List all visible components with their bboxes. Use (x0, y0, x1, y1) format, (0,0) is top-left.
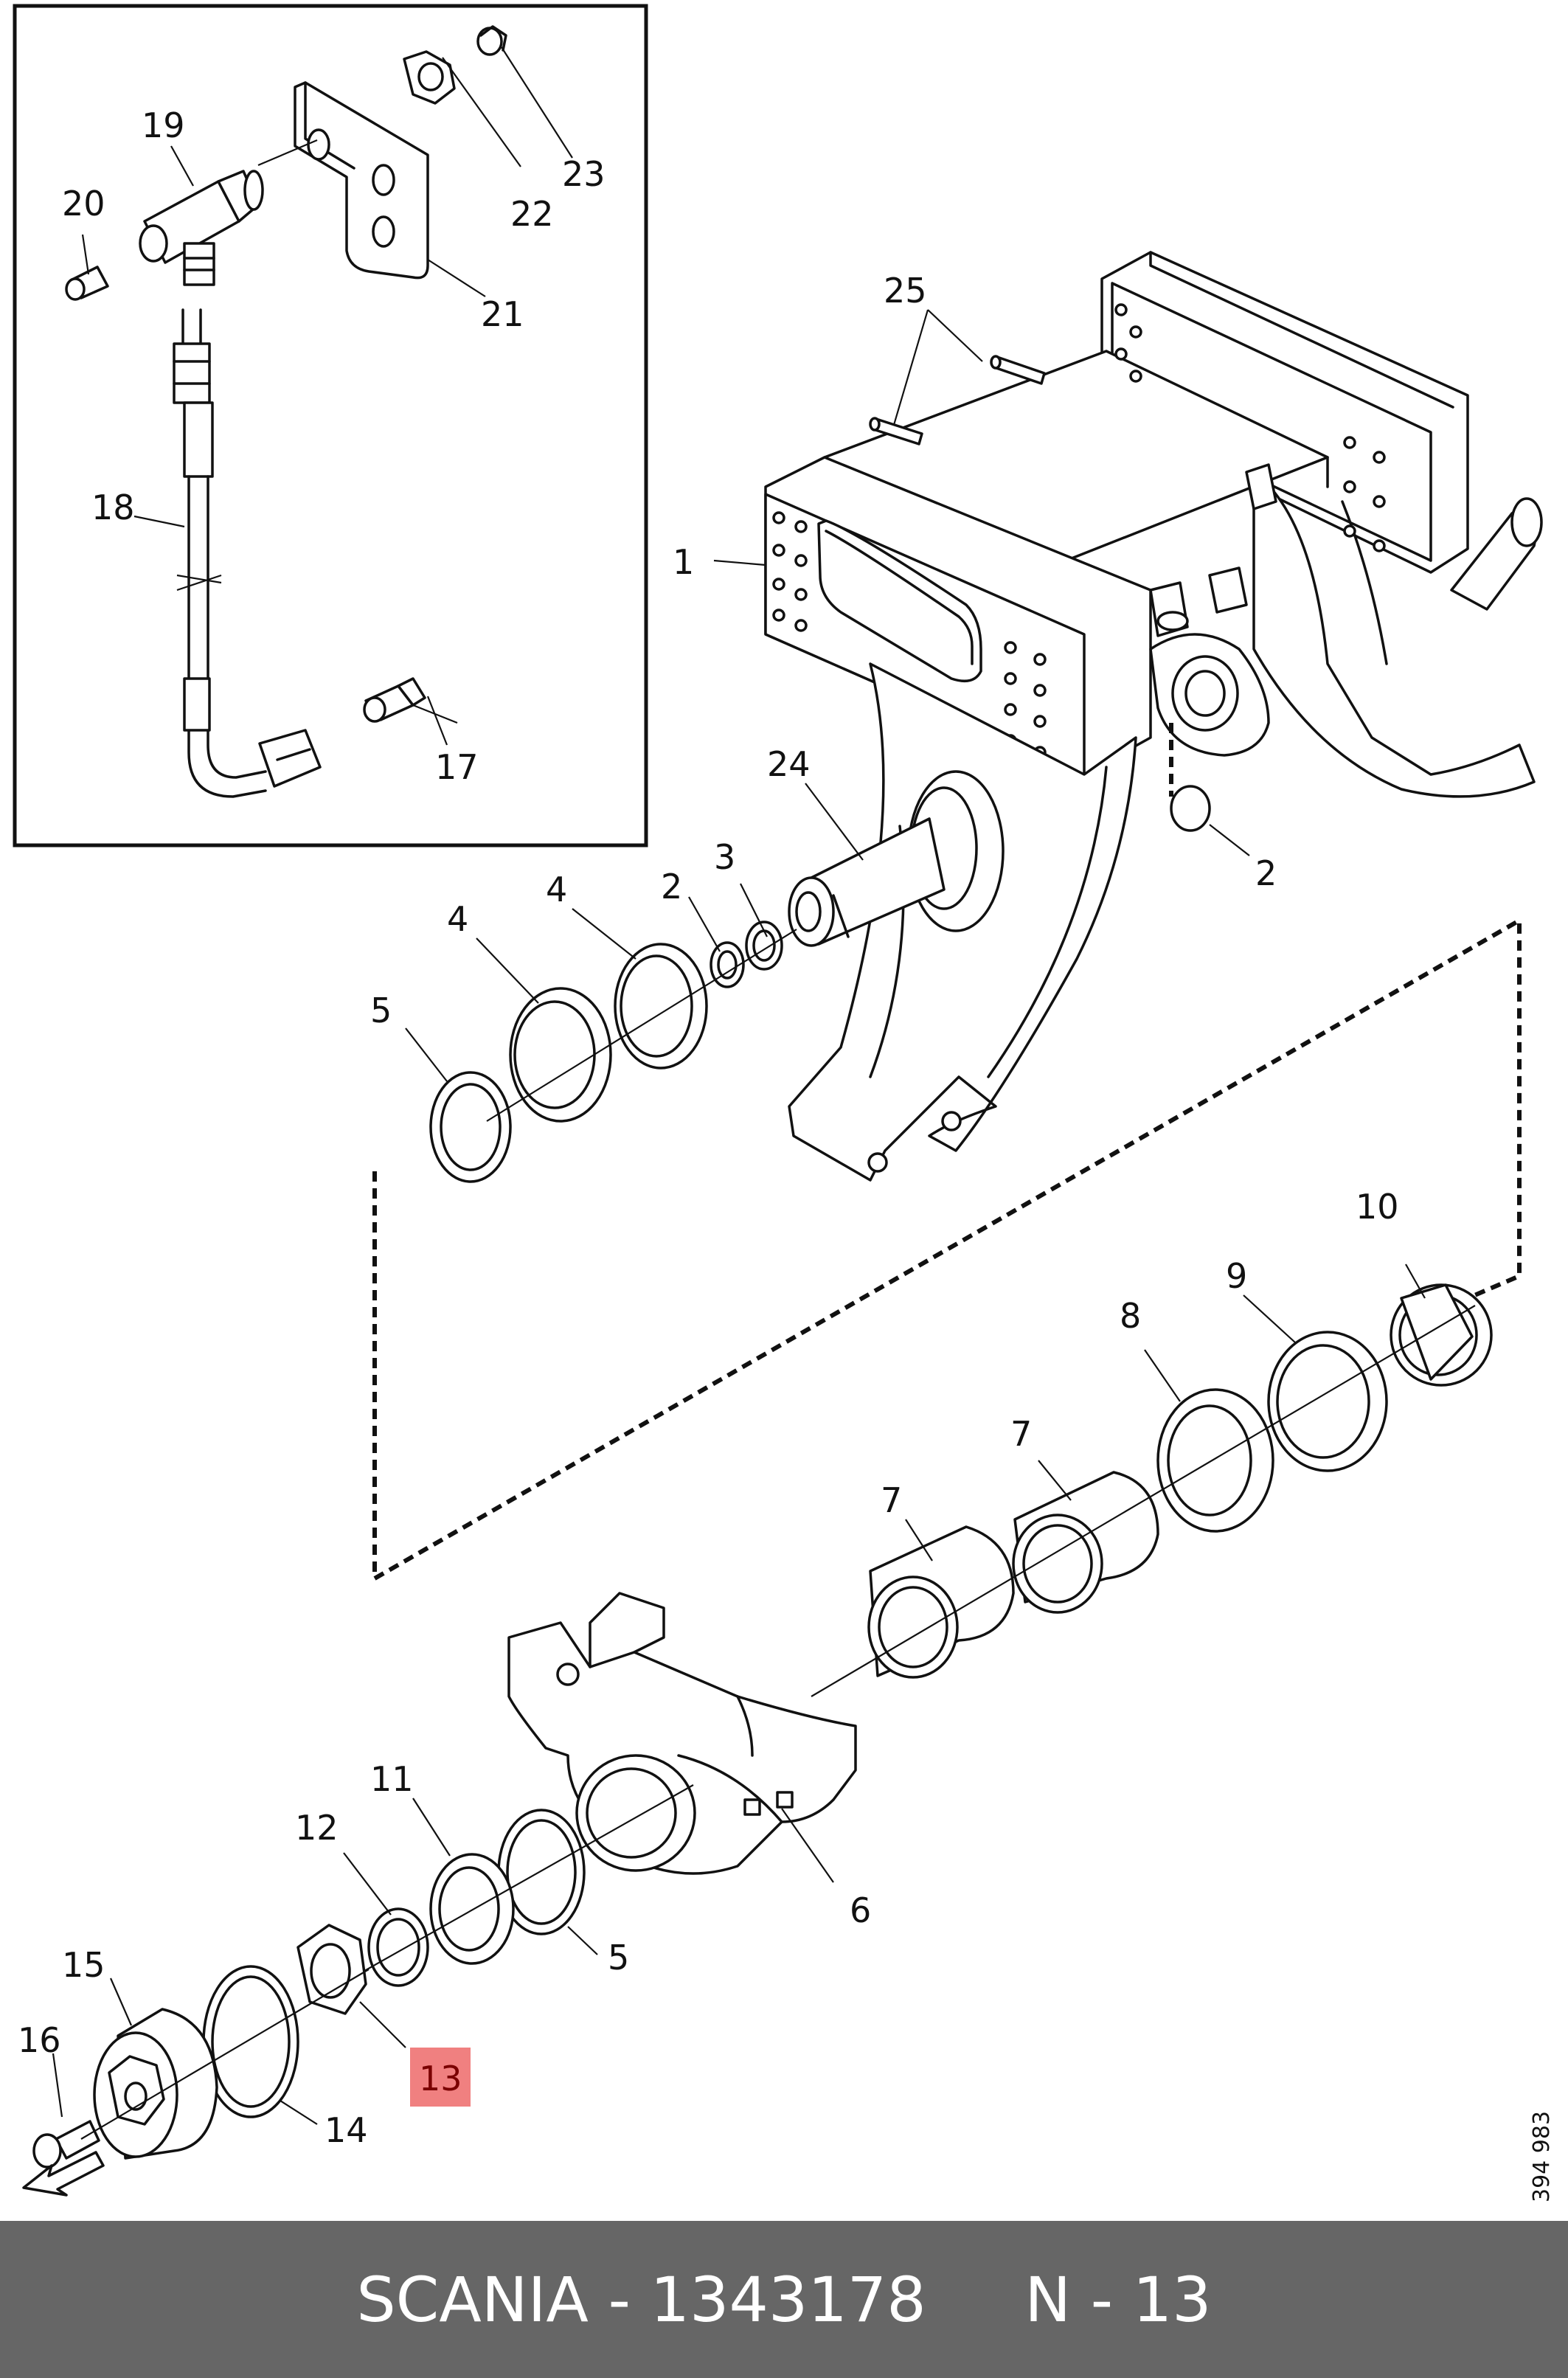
callout-5: 5 (608, 1938, 629, 1977)
parts-diagram: 1 2 2 3 4 4 5 5 6 7 7 8 9 10 11 12 13 14… (13, 4, 1555, 2202)
pins-25 (869, 355, 1046, 446)
callout-5: 5 (370, 991, 392, 1030)
callout-2: 2 (661, 867, 682, 907)
tee-fitting-19 (139, 170, 264, 286)
grease-pipe (173, 308, 322, 798)
callout-18: 18 (91, 488, 135, 527)
callout-14: 14 (325, 2110, 368, 2150)
callout-8: 8 (1120, 1296, 1141, 1336)
callout-19: 19 (142, 105, 185, 145)
callout-6: 6 (850, 1890, 871, 1930)
callout-10: 10 (1356, 1187, 1399, 1227)
footer-part-number: SCANIA - 1343178 N - 13 (356, 2263, 1212, 2336)
inset-box (13, 4, 648, 847)
rings-lower (811, 1283, 1493, 1697)
footer-banner: SCANIA - 1343178 N - 13 (0, 2221, 1568, 2378)
callout-24: 24 (767, 744, 811, 784)
callout-1: 1 (673, 542, 694, 582)
bracket-6 (507, 1592, 857, 1875)
callout-17: 17 (435, 747, 479, 787)
callout-7: 7 (881, 1480, 902, 1520)
callout-22: 22 (510, 194, 554, 234)
callout-11: 11 (370, 1759, 414, 1799)
drawing-number: 394 983 (1529, 2111, 1555, 2202)
exploded-view-drawing: 1 2 2 3 4 4 5 5 6 7 7 8 9 10 11 12 13 14… (13, 4, 1555, 2202)
plug-23 (476, 25, 507, 56)
callout-4: 4 (447, 899, 468, 939)
callout-16: 16 (18, 2020, 61, 2060)
main-housing (764, 251, 1543, 1182)
callout-3: 3 (714, 837, 735, 877)
callout-12: 12 (295, 1808, 339, 1848)
rings-bottom (22, 1784, 694, 2197)
callout-15: 15 (62, 1945, 105, 1985)
callout-labels: 1 2 2 3 4 4 5 5 6 7 7 8 9 10 11 12 13 14… (18, 105, 1399, 2150)
callout-9: 9 (1226, 1256, 1247, 1296)
callout-2: 2 (1255, 853, 1277, 893)
nut-22 (403, 50, 456, 105)
callout-4: 4 (546, 870, 567, 909)
assembly-guide-line (372, 916, 1522, 1583)
shaft-24 (788, 770, 1005, 947)
callout-13: 13 (419, 2059, 462, 2098)
callout-21: 21 (481, 294, 524, 334)
callout-7: 7 (1010, 1414, 1032, 1454)
callout-25: 25 (884, 271, 927, 311)
highlight-box-13 (410, 2048, 471, 2107)
rings-upper (429, 921, 797, 1183)
leader-lines (52, 309, 1426, 2125)
callout-20: 20 (62, 184, 105, 223)
mounting-bracket-21 (294, 81, 429, 280)
callout-23: 23 (562, 154, 606, 194)
